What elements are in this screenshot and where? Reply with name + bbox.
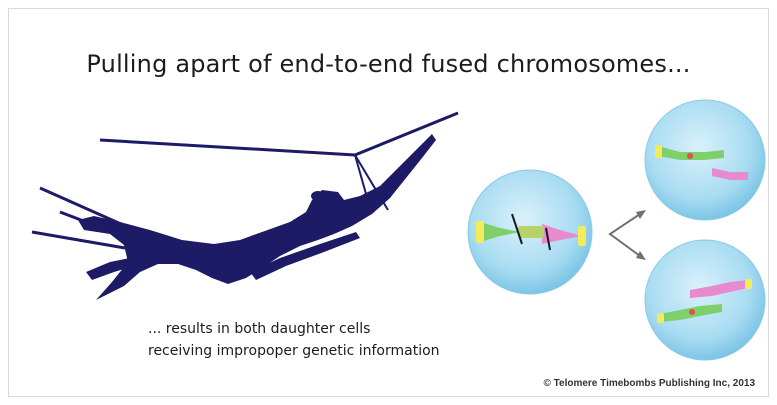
fusion-site [518,226,544,238]
acrobat-hair [311,191,325,201]
parent-cell [468,170,592,294]
division-arrow-icon [610,214,640,256]
centromere [689,309,695,315]
telomere-cap [655,145,662,158]
arrowhead-icon [636,251,646,260]
acrobat-figure [32,113,458,300]
centromere [687,153,693,159]
telomere-cap [745,279,752,289]
telomere-cap [657,313,664,323]
arrowhead-icon [636,210,646,219]
daughter-cell-membrane [645,100,765,220]
daughter-cell-top [645,100,765,220]
telomere-cap [476,221,484,243]
caption-line-2: receiving impropoper genetic information [148,340,440,362]
trapeze-rope [355,113,458,155]
copyright-notice: © Telomere Timebombs Publishing Inc, 201… [544,378,756,389]
daughter-cell-bottom [645,240,765,360]
diagram-caption: ... results in both daughter cells recei… [148,318,440,362]
caption-line-1: ... results in both daughter cells [148,318,440,340]
daughter-cell-membrane [645,240,765,360]
telomere-cap [578,226,586,246]
division-arrows [610,210,646,260]
trapeze-rope [100,140,355,155]
